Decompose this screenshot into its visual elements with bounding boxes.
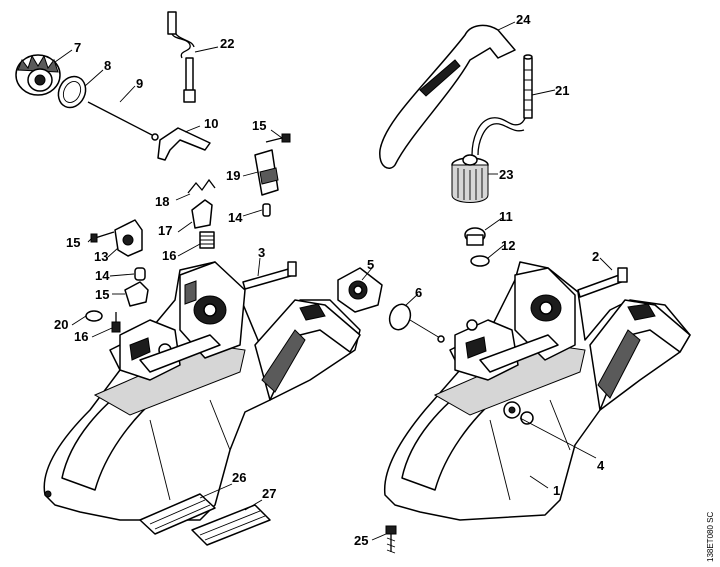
drawing-reference: 138ET080 SC — [706, 512, 715, 562]
part-21-grommet — [254, 149, 279, 196]
callout-27: 25 — [354, 533, 368, 548]
callout-7: 7 — [74, 40, 81, 55]
callout-5: 5 — [367, 257, 374, 272]
callout-29: 27 — [262, 486, 276, 501]
part-28-pad — [139, 493, 216, 535]
callout-3: 3 — [258, 245, 265, 260]
part-15-screw-lower — [90, 231, 115, 243]
callout-20: 18 — [155, 194, 169, 209]
callout-14-lower: 14 — [95, 268, 110, 283]
part-3-bolt — [242, 261, 297, 290]
part-24-pickup — [167, 11, 196, 103]
callout-13: 13 — [94, 249, 108, 264]
part-16-spring — [111, 312, 121, 333]
part-2-bolt — [577, 267, 628, 298]
part-12-ring — [470, 255, 490, 267]
left-housing — [43, 261, 361, 521]
callout-16: 16 — [74, 329, 88, 344]
part-6-oring — [388, 303, 412, 331]
callout-4: 4 — [597, 458, 605, 473]
right-housing — [383, 261, 691, 521]
part-29-pad — [191, 504, 271, 546]
callout-18: 16 — [162, 248, 176, 263]
callout-21: 19 — [226, 168, 240, 183]
part-7-tank-cap — [15, 54, 61, 96]
part-27-screw — [385, 525, 397, 554]
callout-28: 26 — [232, 470, 246, 485]
part-22-washer — [85, 310, 103, 322]
callout-11: 11 — [499, 209, 513, 224]
callout-24: 22 — [220, 36, 234, 51]
callout-1: 1 — [553, 483, 560, 498]
part-14-pin-upper — [262, 203, 271, 217]
callout-23: 21 — [555, 83, 569, 98]
callout-19: 17 — [158, 223, 172, 238]
callout-9: 9 — [136, 76, 143, 91]
callout-17: 15 — [95, 287, 109, 302]
part-25-filter — [451, 154, 489, 203]
callout-labels: 7 8 9 10 22 15 19 18 17 14 16 3 15 13 14… — [54, 12, 605, 548]
callout-15-lower: 15 — [66, 235, 80, 250]
callout-12: 12 — [501, 238, 515, 253]
part-18-bushing — [199, 231, 215, 249]
callout-8: 8 — [104, 58, 111, 73]
callout-10: 10 — [204, 116, 218, 131]
part-11-vent — [464, 227, 486, 246]
part-9-rod — [87, 101, 153, 136]
part-14-pin-lower — [134, 267, 146, 281]
part-5-oil-pump — [337, 267, 383, 313]
part-10-lever — [157, 127, 211, 161]
part-19-elbow — [191, 199, 213, 229]
part-20-clip — [187, 178, 216, 194]
part-13-throttle — [114, 219, 143, 257]
leader-lines — [54, 21, 613, 541]
part-23-oil-hose — [471, 54, 533, 156]
callout-6: 6 — [415, 285, 422, 300]
part-17-knob — [124, 281, 149, 307]
part-26-handle-cover — [379, 24, 516, 169]
callout-22: 20 — [54, 317, 68, 332]
callout-25: 23 — [499, 167, 513, 182]
callout-14-upper: 14 — [228, 210, 243, 225]
callout-15-upper: 15 — [252, 118, 266, 133]
callout-26: 24 — [516, 12, 531, 27]
callout-2: 2 — [592, 249, 599, 264]
